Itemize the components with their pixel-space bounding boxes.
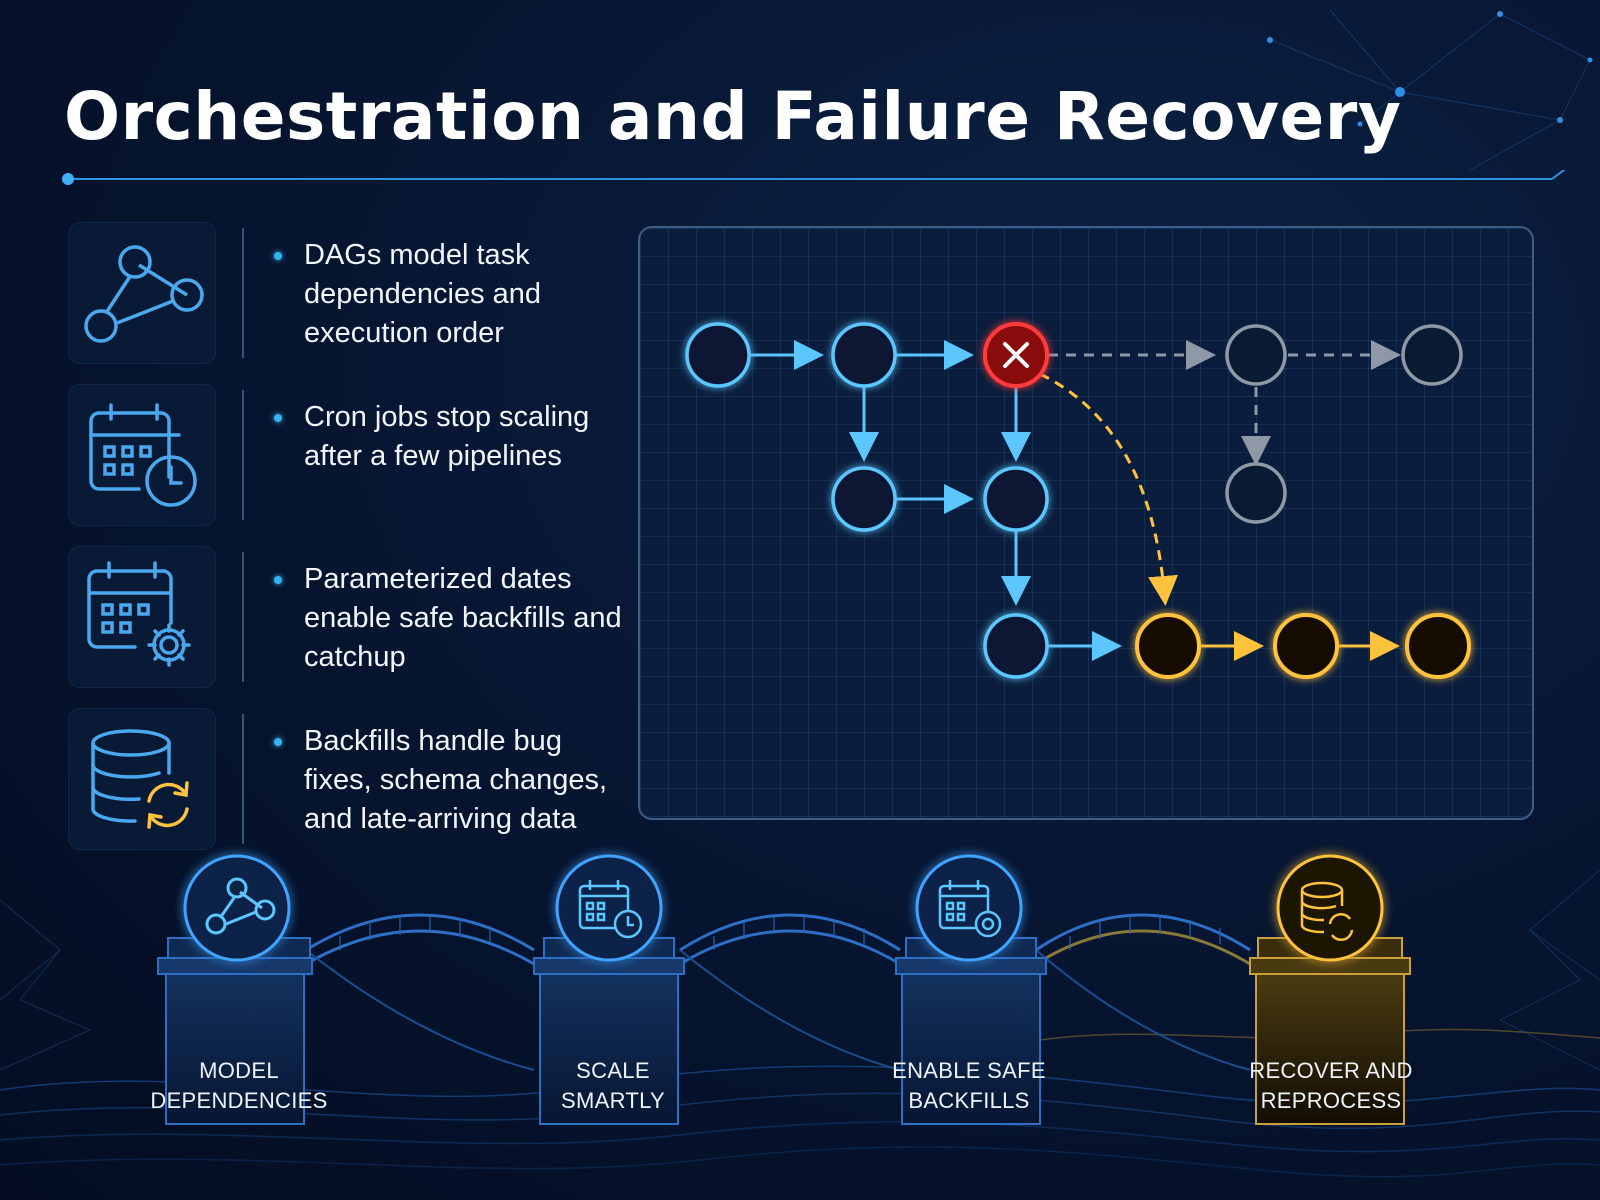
- dag-diagram-panel: [638, 226, 1534, 820]
- step-badge-scale-smartly: [555, 854, 663, 962]
- calendar-gear-icon: [938, 880, 1002, 938]
- x-icon: [1003, 342, 1029, 368]
- step-label-line2: BACKFILLS: [908, 1088, 1030, 1113]
- page-title: Orchestration and Failure Recovery: [64, 78, 1402, 155]
- dag-diagram: [685, 322, 1471, 679]
- step-badge-recover-and-reprocess: [1276, 854, 1384, 962]
- dag-node-reprocessed: [1405, 613, 1471, 679]
- step-label-line2: DEPENDENCIES: [150, 1088, 328, 1113]
- dag-node-completed: [983, 466, 1049, 532]
- bullet-dot: [274, 252, 282, 260]
- step-label-enable-safe-backfills: ENABLE SAFE BACKFILLS: [849, 1056, 1089, 1116]
- dag-graph-icon: [205, 877, 276, 935]
- process-steps: MODEL DEPENDENCIES SCALE SMARTLY ENABLE …: [0, 840, 1600, 1200]
- dag-node-skipped: [1225, 462, 1287, 524]
- bullet-text: DAGs model task dependencies and executi…: [304, 239, 542, 349]
- dag-node-completed: [831, 466, 897, 532]
- separator: [242, 228, 244, 358]
- title-underline: [62, 170, 1566, 185]
- pier: [895, 937, 1047, 1125]
- bullet-dot: [274, 414, 282, 422]
- separator: [242, 714, 244, 844]
- step-label-line2: REPROCESS: [1260, 1088, 1402, 1113]
- step-label-recover-and-reprocess: RECOVER AND REPROCESS: [1211, 1056, 1451, 1116]
- recovery-edge: [1039, 372, 1178, 606]
- dag-node-reprocessed: [1135, 613, 1201, 679]
- dag-node-reprocessed: [1273, 613, 1339, 679]
- step-label-line1: MODEL: [199, 1058, 279, 1083]
- dag-node-skipped: [1401, 324, 1463, 386]
- list-item: Parameterized dates enable safe backfill…: [66, 546, 626, 688]
- list-item: Backfills handle bug fixes, schema chang…: [66, 708, 626, 850]
- bullet-dot: [274, 576, 282, 584]
- dag-node-failed: [983, 322, 1049, 388]
- calendar-clock-icon: [578, 880, 643, 939]
- bullet-text: Parameterized dates enable safe backfill…: [304, 563, 622, 673]
- step-label-line1: SCALE: [576, 1058, 650, 1083]
- dag-node-skipped: [1225, 324, 1287, 386]
- list-item: DAGs model task dependencies and executi…: [66, 222, 626, 364]
- dag-node-completed: [831, 322, 897, 388]
- calendar-gear-icon: [68, 546, 216, 688]
- separator: [242, 552, 244, 682]
- step-label-line1: ENABLE SAFE: [892, 1058, 1046, 1083]
- dag-graph-icon: [68, 222, 216, 364]
- dag-node-completed: [685, 322, 751, 388]
- step-label-line1: RECOVER AND: [1249, 1058, 1413, 1083]
- step-label-line2: SMARTLY: [561, 1088, 665, 1113]
- database-refresh-icon: [68, 708, 216, 850]
- bullet-text: Backfills handle bug fixes, schema chang…: [304, 725, 608, 835]
- bullet-dot: [274, 738, 282, 746]
- step-badge-model-dependencies: [183, 854, 291, 962]
- list-item: Cron jobs stop scaling after a few pipel…: [66, 384, 626, 526]
- bullet-text: Cron jobs stop scaling after a few pipel…: [304, 401, 590, 472]
- step-label-model-dependencies: MODEL DEPENDENCIES: [119, 1056, 359, 1116]
- calendar-clock-icon: [68, 384, 216, 526]
- bridge-illustration: [0, 854, 1600, 1178]
- step-label-scale-smartly: SCALE SMARTLY: [493, 1056, 733, 1116]
- dag-node-completed: [983, 613, 1049, 679]
- database-refresh-icon: [1300, 881, 1354, 942]
- step-badge-enable-safe-backfills: [915, 854, 1023, 962]
- separator: [242, 390, 244, 520]
